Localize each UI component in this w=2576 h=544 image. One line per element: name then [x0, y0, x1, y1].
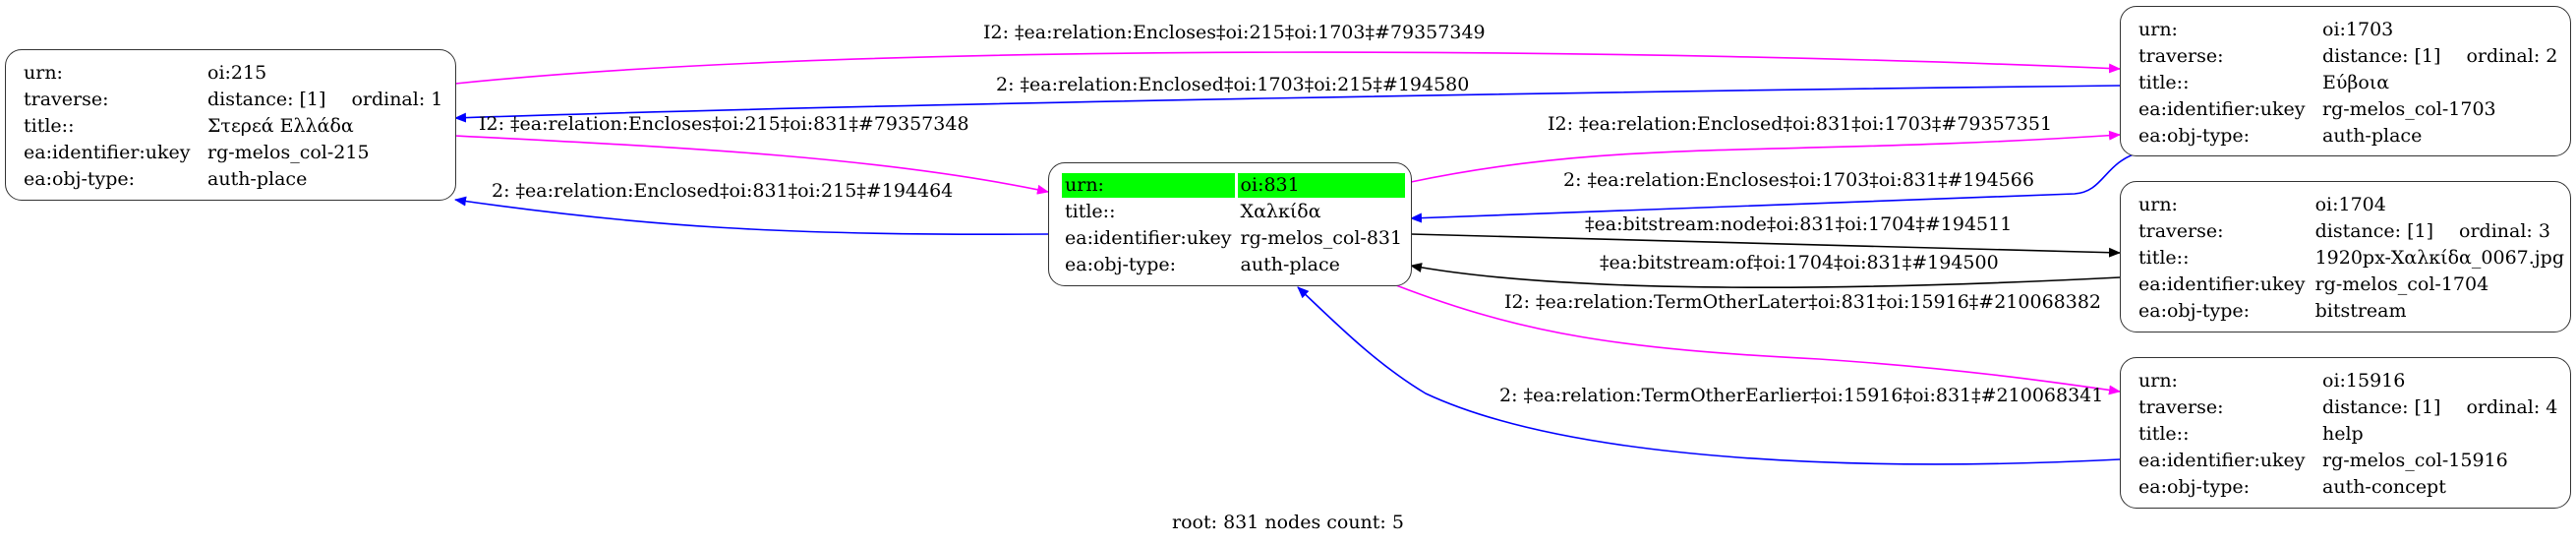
title-value: help: [2322, 423, 2364, 445]
ukey-value: rg-melos_col-831: [1240, 227, 1403, 249]
edge-label-831-1704: ‡ea:bitstream:node‡oi:831‡oi:1704‡#19451…: [1585, 213, 2013, 235]
distance-value: distance: [1]: [2322, 396, 2441, 418]
ukey-value: rg-melos_col-1704: [2314, 273, 2489, 295]
ukey-key: ea:identifier:ukey: [1065, 227, 1232, 249]
node-oi-15916[interactable]: urn: oi:15916 traverse: distance: [1] ordin…: [2120, 357, 2571, 509]
ukey-key: ea:identifier:ukey: [2138, 98, 2306, 120]
edge-831-to-15916[interactable]: [1395, 284, 2121, 395]
edge-215-to-1703[interactable]: [454, 51, 2121, 85]
title-value: Χαλκίδα: [1240, 201, 1321, 222]
urn-key: urn:: [2138, 370, 2178, 392]
title-key: title::: [1065, 201, 1116, 222]
urn-key: urn:: [2138, 19, 2178, 40]
traverse-key: traverse:: [2138, 220, 2224, 242]
urn-value: oi:15916: [2322, 370, 2406, 392]
title-value: Στερεά Ελλάδα: [207, 115, 354, 137]
type-key: ea:obj-type:: [1065, 254, 1177, 275]
traverse-key: traverse:: [2138, 396, 2224, 418]
ordinal-value: ordinal: 4: [2466, 396, 2558, 418]
ordinal-value: ordinal: 2: [2466, 45, 2558, 67]
urn-value: oi:831: [1237, 173, 1406, 198]
urn-value: oi:1703: [2322, 19, 2394, 40]
edge-label-215-831: I2: ‡ea:relation:Encloses‡oi:215‡oi:831‡…: [479, 113, 969, 135]
edge-1703-to-831[interactable]: [1410, 151, 2140, 223]
edge-label-1704-831: ‡ea:bitstream:of‡oi:1704‡oi:831‡#194500: [1600, 252, 1999, 273]
type-value: auth-place: [207, 168, 308, 190]
type-key: ea:obj-type:: [2138, 125, 2251, 147]
edge-15916-to-831[interactable]: [1297, 286, 2121, 465]
traverse-value: distance: [1] ordinal: 4: [2319, 395, 2560, 420]
urn-value: oi:1704: [2314, 194, 2386, 215]
edge-831-to-215[interactable]: [454, 196, 1049, 236]
urn-value: oi:215: [207, 62, 267, 84]
ukey-key: ea:identifier:ukey: [24, 142, 191, 163]
edge-831-to-1703[interactable]: [1410, 130, 2121, 183]
type-value: auth-place: [1240, 254, 1340, 275]
edge-1703-to-215[interactable]: [454, 85, 2121, 123]
traverse-value: distance: [1] ordinal: 3: [2313, 219, 2567, 244]
distance-value: distance: [1]: [2322, 45, 2441, 67]
ordinal-value: ordinal: 3: [2459, 220, 2550, 242]
edge-label-1703-831: 2: ‡ea:relation:Encloses‡oi:1703‡oi:831‡…: [1563, 169, 2034, 191]
traverse-key: traverse:: [2138, 45, 2224, 67]
traverse-value: distance: [1] ordinal: 1: [205, 88, 445, 112]
title-key: title::: [24, 115, 75, 137]
distance-value: distance: [1]: [207, 89, 326, 110]
type-key: ea:obj-type:: [24, 168, 136, 190]
edge-label-215-1703: I2: ‡ea:relation:Encloses‡oi:215‡oi:1703…: [983, 22, 1486, 43]
edge-label-831-215: 2: ‡ea:relation:Enclosed‡oi:831‡oi:215‡#…: [492, 180, 954, 202]
edge-831-to-1704[interactable]: [1410, 233, 2121, 258]
node-oi-831-root[interactable]: urn:oi:831 title::Χαλκίδα ea:identifier:…: [1048, 162, 1412, 286]
type-key: ea:obj-type:: [2138, 476, 2251, 498]
title-key: title::: [2138, 72, 2190, 93]
urn-key: urn:: [2138, 194, 2178, 215]
urn-key: urn:: [1062, 173, 1235, 198]
type-key: ea:obj-type:: [2138, 300, 2251, 322]
node-oi-215[interactable]: urn: oi:215 traverse: distance: [1] ordinal…: [5, 49, 456, 201]
type-value: bitstream: [2314, 300, 2407, 322]
ukey-value: rg-melos_col-15916: [2322, 450, 2508, 471]
edge-label-15916-831: 2: ‡ea:relation:TermOtherEarlier‡oi:1591…: [1499, 385, 2104, 406]
ukey-value: rg-melos_col-215: [207, 142, 370, 163]
title-key: title::: [2138, 423, 2190, 445]
edge-1704-to-831[interactable]: [1410, 263, 2121, 289]
distance-value: distance: [1]: [2314, 220, 2434, 242]
type-value: auth-place: [2322, 125, 2423, 147]
title-key: title::: [2138, 247, 2190, 269]
urn-key: urn:: [24, 62, 63, 84]
edge-215-to-831[interactable]: [454, 135, 1049, 195]
ukey-key: ea:identifier:ukey: [2138, 450, 2306, 471]
type-value: auth-concept: [2322, 476, 2446, 498]
node-oi-1703[interactable]: urn: oi:1703 traverse: distance: [1] ordina…: [2120, 6, 2571, 156]
edge-label-831-15916: I2: ‡ea:relation:TermOtherLater‡oi:831‡o…: [1504, 291, 2102, 313]
edge-label-1703-215: 2: ‡ea:relation:Enclosed‡oi:1703‡oi:215‡…: [996, 74, 1470, 95]
edge-label-831-1703: I2: ‡ea:relation:Enclosed‡oi:831‡oi:1703…: [1548, 113, 2053, 135]
traverse-value: distance: [1] ordinal: 2: [2319, 44, 2560, 69]
node-oi-1704[interactable]: urn: oi:1704 traverse: distance: [1] ordina…: [2120, 181, 2571, 332]
title-value: 1920px-Χαλκίδα_0067.jpg: [2314, 247, 2564, 269]
ordinal-value: ordinal: 1: [351, 89, 443, 110]
ukey-value: rg-melos_col-1703: [2322, 98, 2496, 120]
traverse-key: traverse:: [24, 89, 109, 110]
ukey-key: ea:identifier:ukey: [2138, 273, 2306, 295]
title-value: Εύβοια: [2322, 72, 2390, 93]
graph-footer-caption: root: 831 nodes count: 5: [1172, 512, 1404, 533]
